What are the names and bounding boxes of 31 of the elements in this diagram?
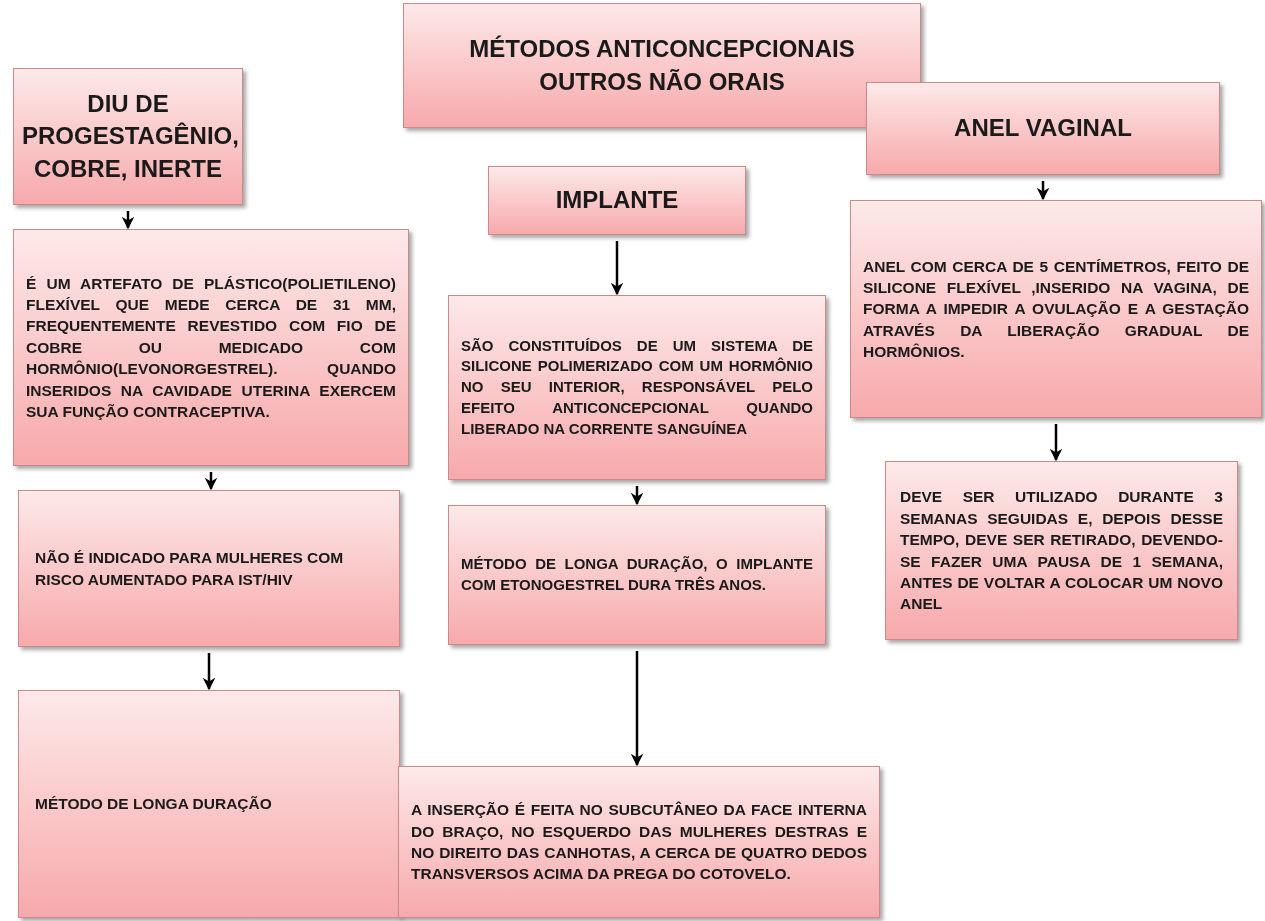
- heading-text: MÉTODOS ANTICONCEPCIONAIS OUTROS NÃO ORAIS: [468, 34, 856, 97]
- box-text: NÃO É INDICADO PARA MULHERES COM RISCO AUMENTADO PARA IST/HIV: [35, 548, 345, 590]
- process-box: [448, 505, 826, 645]
- arrow: [1049, 424, 1063, 462]
- heading-box: [488, 166, 746, 235]
- heading-box: [13, 68, 243, 205]
- process-box: [448, 295, 826, 480]
- box-text: A INSERÇÃO É FEITA NO SUBCUTÂNEO DA FACE INTERNA DO BRAÇO, NO ESQUERDO DAS MULHERES DESTRAS E NO DIREITO DAS CANHOTAS, A CERCA DE QUATRO DEDOS TRANSVERSOS ACIMA DA PREGA DO COTOVELO.: [411, 800, 867, 885]
- box-text: É UM ARTEFATO DE PLÁSTICO(POLIETILENO) FLEXÍVEL QUE MEDE CERCA DE 31 MM, FREQUENTEMENTE REVESTIDO COM FIO DE COBRE OU MEDICADO COM HORMÔNIO(LEVONORGESTREL). QUANDO INSERIDOS NA CAVIDADE UTERINA EXERCEM SUA FUNÇÃO CONTRACEPTIVA.: [26, 273, 396, 422]
- arrow: [202, 653, 216, 691]
- box-text: DEVE SER UTILIZADO DURANTE 3 SEMANAS SEGUIDAS E, DEPOIS DESSE TEMPO, DEVE SER RETIRADO, DEVENDO-SE FAZER UMA PAUSA DE 1 SEMANA, ANTES DE VOLTAR A COLOCAR UM NOVO ANEL: [900, 487, 1223, 615]
- heading-text: IMPLANTE: [554, 185, 680, 216]
- heading-text: ANEL VAGINAL: [953, 113, 1133, 144]
- box-text: ANEL COM CERCA DE 5 CENTÍMETROS, FEITO DE SILICONE FLEXÍVEL ,INSERIDO NA VAGINA, DE FORMA A IMPEDIR A OVULAÇÃO E A GESTAÇÃO ATRAVÉS DA LIBERAÇÃO GRADUAL DE HORMÔNIOS.: [863, 256, 1249, 363]
- arrow: [204, 472, 218, 491]
- arrow: [121, 211, 135, 230]
- box-text: MÉTODO DE LONGA DURAÇÃO: [35, 794, 273, 815]
- box-text: MÉTODO DE LONGA DURAÇÃO, O IMPLANTE COM ETONOGESTREL DURA TRÊS ANOS.: [461, 554, 813, 595]
- box-text: SÃO CONSTITUÍDOS DE UM SISTEMA DE SILICONE POLIMERIZADO COM UM HORMÔNIO NO SEU INTERIOR, RESPONSÁVEL PELO EFEITO ANTICONCEPCIONAL QUANDO LIBERADO NA CORRENTE SANGUÍNEA: [461, 335, 813, 439]
- process-box: [398, 766, 880, 918]
- arrow: [610, 241, 624, 296]
- arrow: [630, 486, 644, 506]
- process-box: [850, 200, 1262, 418]
- heading-box: [403, 3, 921, 128]
- process-box: [18, 490, 400, 647]
- process-box: [885, 461, 1238, 640]
- arrow: [1036, 181, 1050, 201]
- process-box: [18, 690, 400, 918]
- process-box: [13, 229, 409, 466]
- heading-box: [866, 82, 1220, 175]
- arrow: [630, 651, 644, 767]
